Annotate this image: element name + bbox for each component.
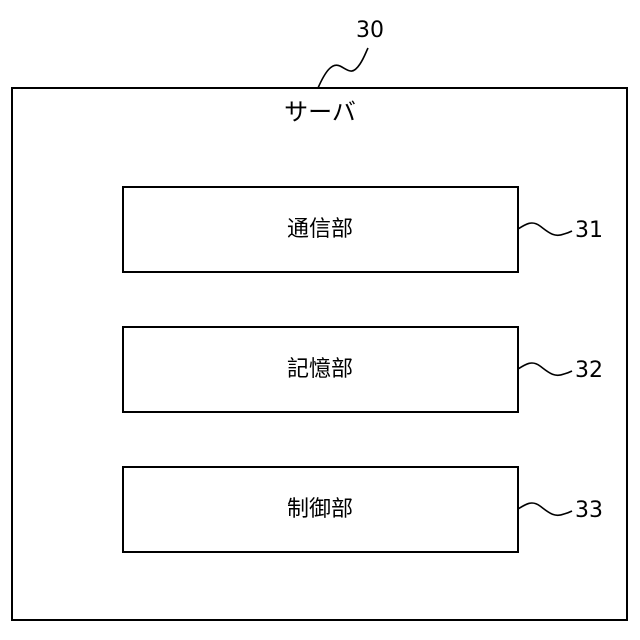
leader-line-30	[318, 48, 368, 88]
unit-label-control: 制御部	[220, 499, 420, 521]
ref-number-33: 33	[575, 500, 603, 522]
unit-label-communication: 通信部	[220, 219, 420, 241]
unit-label-storage: 記憶部	[220, 359, 420, 381]
leader-line-33	[518, 503, 572, 515]
leader-line-32	[518, 363, 572, 375]
leader-line-31	[518, 223, 572, 235]
ref-number-32: 32	[575, 360, 603, 382]
ref-number-30: 30	[356, 20, 384, 42]
ref-number-31: 31	[575, 220, 603, 242]
server-title: サーバ	[220, 100, 420, 124]
server-box	[12, 88, 627, 620]
